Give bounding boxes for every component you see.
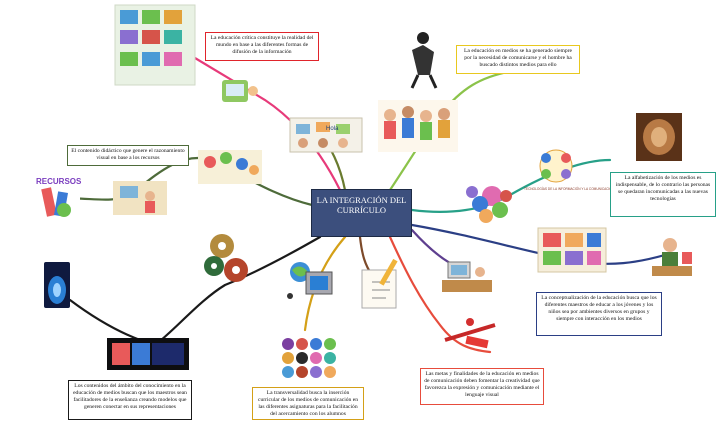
note-contenidos: Los contenidos del ámbito del conocimien… [68,380,192,420]
note-alfabetizacion: La alfabetización de los medios es indis… [610,172,716,217]
branch-contenidos [153,235,322,347]
colorful-cluster-image [466,186,512,223]
gears-image [204,234,248,282]
image-collage-top [114,4,196,86]
desk-computer-image [442,261,492,292]
monitor-image [107,338,189,370]
note-conceptualizacion: La conceptualización de la educación bus… [536,292,662,336]
icons-circles-image [282,338,336,378]
silhouette-image [410,32,438,89]
classroom-image [113,181,167,215]
note-didactico: El contenido didáctico que genere el raz… [67,145,189,166]
teacher-desk-image [652,238,692,276]
hola-text: Hola [326,126,339,132]
central-topic: LA INTEGRACIÓN DEL CURRÍCULO [311,189,412,237]
people-cartoon [378,100,458,152]
branch-lapiz [358,235,374,277]
branch-metas [388,235,492,354]
bridge-runner-image [444,318,496,349]
branch-alfabetizacion [410,158,612,213]
globe-computer-image [287,262,333,299]
note-metas: Las metas y finalidades de la educación … [420,368,544,405]
tic-label: TECNOLOGÍAS DE LA INFORMACIÓN Y LA COMUN… [524,186,615,191]
note-critica: La educación crítica constituye la reali… [205,32,319,61]
recursos-image [32,170,80,220]
collage-right-image [537,227,607,273]
computer-kid-image [222,80,258,102]
pencil-writing-image [361,258,398,309]
hola-photo [289,117,363,153]
blue-device-image [44,262,70,308]
note-transversalidad: La transversalidad busca la inserción cu… [252,387,364,420]
branch-critica [183,50,342,192]
kids-drawing-image [198,150,262,184]
note-medios: La educación en medios se ha generado si… [456,45,580,74]
sepia-photo-image [636,113,682,161]
recursos-label: RECURSOS [36,177,82,186]
tic-diagram-image [539,149,573,183]
